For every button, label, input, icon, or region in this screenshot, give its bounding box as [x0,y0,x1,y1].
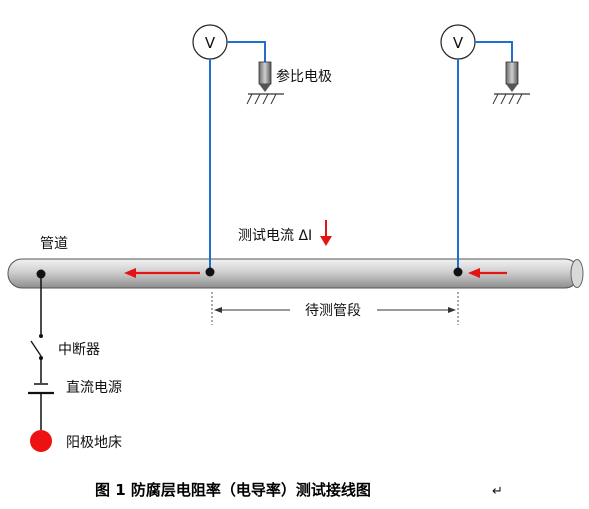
section-dimension [211,292,459,325]
current-arrow-left [124,268,200,278]
connection-point-source [36,269,46,279]
dc-source-symbol [28,383,54,395]
pipe [7,258,584,289]
voltmeter-right: V [440,24,476,60]
anode-bed-label: 阳极地床 [66,435,122,451]
connection-point-right [453,267,463,277]
current-arrow-right [468,268,507,278]
paragraph-mark: ↵ [492,484,503,499]
test-current-label: 测试电流 ΔI [238,228,312,244]
pipe-label: 管道 [40,236,68,252]
dc-source-label: 直流电源 [66,379,122,396]
current-down-arrow [320,220,332,246]
wire-right-reference [475,41,513,62]
voltmeter-left: V [192,24,228,60]
voltmeter-right-symbol: V [453,34,464,52]
voltmeter-left-symbol: V [205,34,216,52]
reference-electrode-label: 参比电极 [276,68,332,85]
interrupter-contact [39,334,43,338]
connection-point-left [205,267,215,277]
interrupter-switch [30,340,42,357]
figure-caption: 图 1 防腐层电阻率（电导率）测试接线图 [95,481,371,499]
reference-electrode-left [246,61,284,105]
reference-electrode-right [492,61,530,105]
anode-bed [30,430,52,452]
interrupter-label: 中断器 [58,342,100,358]
section-under-test-label: 待测管段 [305,303,361,319]
wire-left-reference [227,41,266,62]
